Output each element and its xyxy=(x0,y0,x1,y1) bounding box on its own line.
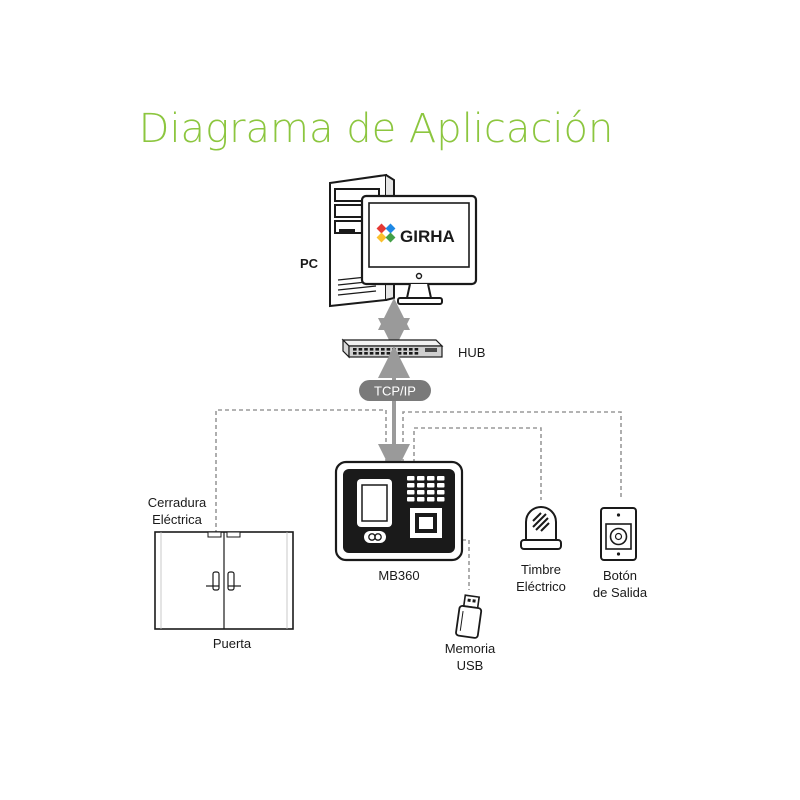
lock-label-line2: Eléctrica xyxy=(152,512,203,527)
electric-bell-icon xyxy=(520,506,562,550)
hub-port xyxy=(386,348,391,351)
keypad-key xyxy=(407,497,415,502)
pc-label: PC xyxy=(300,256,319,271)
tcpip-label: TCP/IP xyxy=(374,384,416,399)
keypad-key xyxy=(417,490,425,495)
hub-port xyxy=(364,352,368,355)
hub-port xyxy=(386,352,391,355)
hub-port xyxy=(397,348,402,351)
door-icon xyxy=(154,531,294,630)
hub-port xyxy=(403,352,407,355)
keypad-key xyxy=(417,497,425,502)
hub-port xyxy=(392,348,396,351)
door-handles-icon xyxy=(206,571,241,591)
keypad-key xyxy=(427,490,435,495)
usb-label-line2: USB xyxy=(457,658,484,673)
keypad-key xyxy=(437,476,445,481)
hub-port xyxy=(397,352,402,355)
keypad-key xyxy=(417,483,425,488)
girha-logo: GIRHA xyxy=(376,223,455,246)
hub-port xyxy=(358,348,363,351)
keypad-key xyxy=(407,490,415,495)
keypad-key xyxy=(407,483,415,488)
usb-memory-icon xyxy=(455,594,483,639)
lock-label-line1: Cerradura xyxy=(148,495,207,510)
exit-button-label-line1: Botón xyxy=(603,568,637,583)
keypad-key xyxy=(407,476,415,481)
keypad-key xyxy=(437,497,445,502)
electric-lock-icon xyxy=(207,531,241,538)
hub-port xyxy=(358,352,363,355)
monitor-icon xyxy=(360,194,478,305)
hub-port xyxy=(381,352,385,355)
wire-bell xyxy=(413,427,542,500)
hub-port xyxy=(392,352,396,355)
bell-label-line2: Eléctrico xyxy=(516,579,566,594)
exit-button-label-line2: de Salida xyxy=(593,585,648,600)
hub-port xyxy=(353,352,357,355)
keypad-key xyxy=(437,490,445,495)
dashed-wiring xyxy=(215,409,622,590)
hub-port xyxy=(369,352,374,355)
hub-port xyxy=(375,352,379,355)
keypad-key xyxy=(427,483,435,488)
hub-port xyxy=(369,348,374,351)
hub-port xyxy=(375,348,379,351)
hub-port xyxy=(409,348,413,351)
hub-port xyxy=(409,352,413,355)
bell-label-line1: Timbre xyxy=(521,562,561,577)
hub-label: HUB xyxy=(458,345,485,360)
tcpip-badge: TCP/IP xyxy=(359,380,431,401)
keypad-key xyxy=(427,497,435,502)
hub-port xyxy=(403,348,407,351)
usb-label-line1: Memoria xyxy=(445,641,496,656)
hub-port xyxy=(381,348,385,351)
hub-port xyxy=(364,348,368,351)
keypad-key xyxy=(417,476,425,481)
hub-icon xyxy=(341,338,444,359)
exit-button-icon xyxy=(600,507,637,561)
hub-port xyxy=(414,348,419,351)
wire-usb xyxy=(462,539,470,590)
keypad-key xyxy=(437,483,445,488)
page-title: Diagrama de Aplicación xyxy=(139,106,614,152)
mb360-device-icon xyxy=(334,460,464,562)
door-label: Puerta xyxy=(213,636,252,651)
hub-port xyxy=(414,352,419,355)
hub-port xyxy=(353,348,357,351)
device-label: MB360 xyxy=(378,568,419,583)
keypad-key xyxy=(427,476,435,481)
girha-logo-mark-icon xyxy=(376,223,396,243)
girha-logo-text: GIRHA xyxy=(400,227,455,246)
